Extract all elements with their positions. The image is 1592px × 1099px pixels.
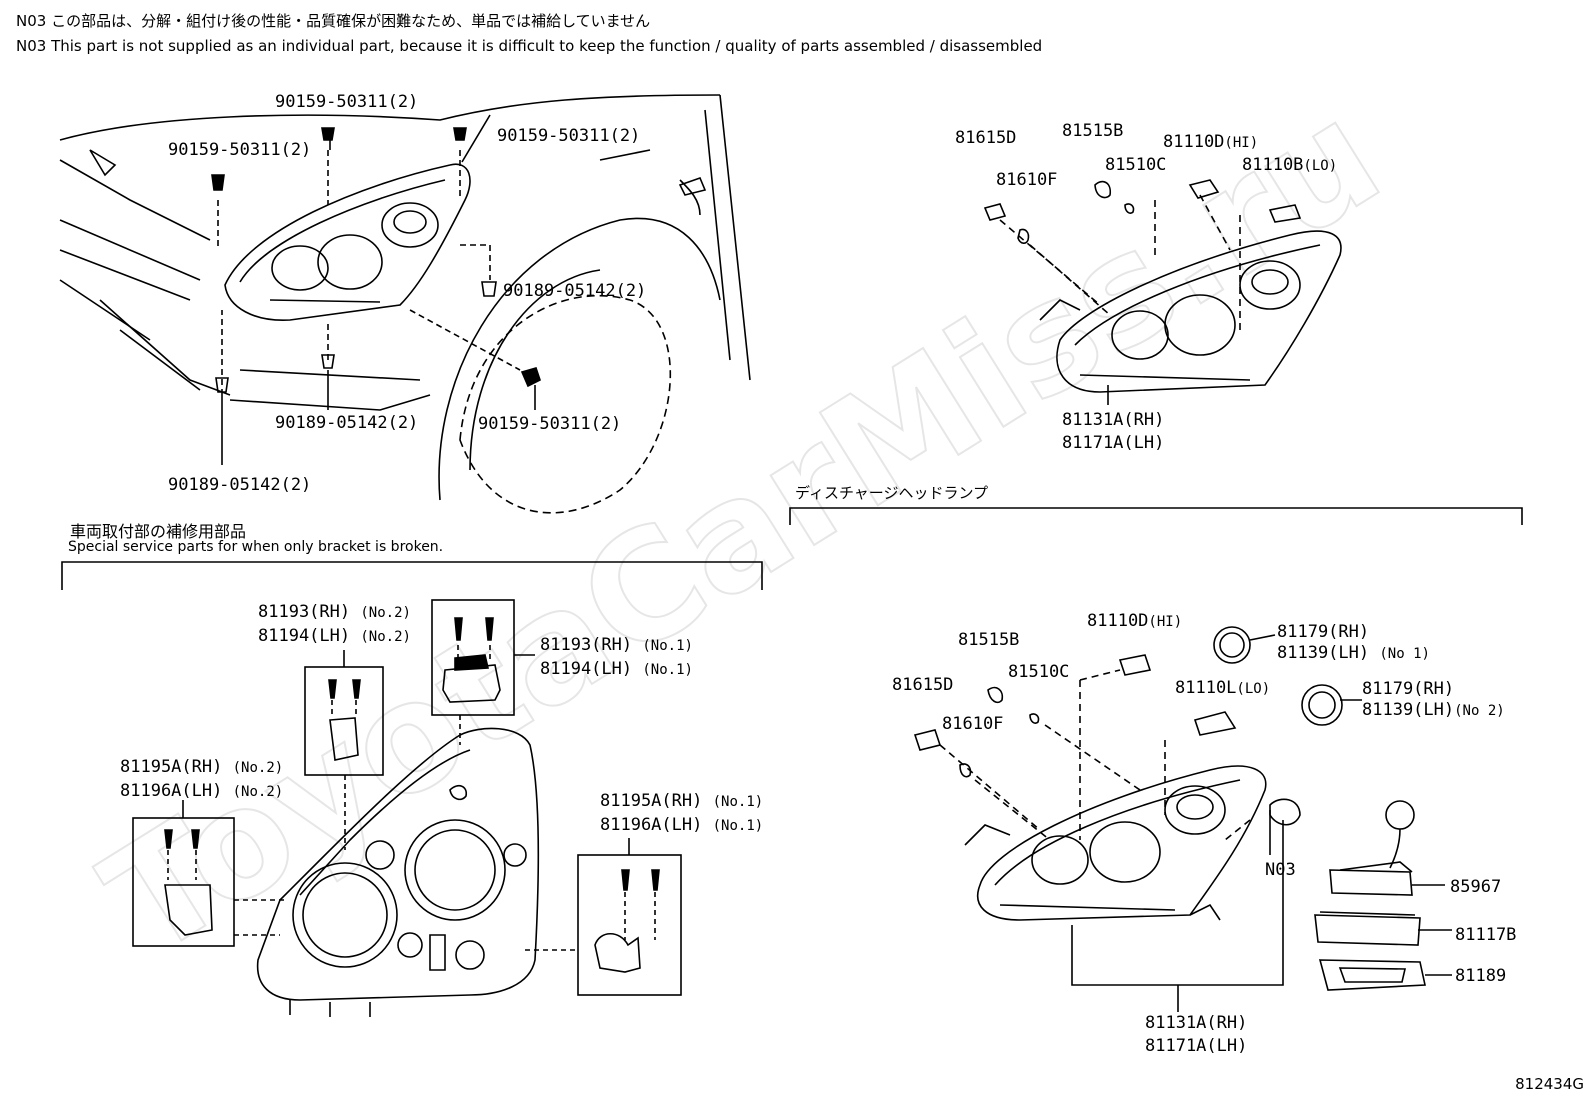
part-label-N03: N03	[1265, 860, 1296, 880]
part-label-81110D: 81110D(HI)	[1163, 132, 1259, 152]
note-jp: N03 この部品は、分解・組付け後の性能・品質確保が困難なため、単品では補給して…	[16, 12, 651, 30]
part-label-81510C: 81510C	[1105, 155, 1167, 175]
part-label-81510C: 81510C	[1008, 662, 1070, 682]
part-label-81139-no2: 81139(LH)(No 2)	[1362, 700, 1505, 720]
part-label-81615D: 81615D	[955, 128, 1017, 148]
bracket-box-no1-upper	[431, 599, 515, 716]
part-label-81193-no2: 81193(RH) (No.2)	[258, 602, 411, 622]
bracket-box-no2-lower	[132, 817, 235, 947]
part-label: 90189-05142(2)	[275, 413, 419, 433]
part-label-81515B: 81515B	[958, 630, 1020, 650]
part-label-81196A-no1: 81196A(LH) (No.1)	[600, 815, 764, 835]
discharge-headlamp-assembly	[913, 626, 1452, 1012]
part-label-81110D: 81110D(HI)	[1087, 611, 1183, 631]
part-label-81194-no2: 81194(LH) (No.2)	[258, 626, 411, 646]
bracket-section-title-jp: 車両取付部の補修用部品	[70, 522, 247, 541]
part-label-81110L: 81110L(LO)	[1175, 678, 1271, 698]
part-label-81196A-no2: 81196A(LH) (No.2)	[120, 781, 284, 801]
bracket-section-line	[61, 561, 763, 590]
bracket-box-no1-lower	[577, 854, 682, 996]
bracket-repair-diagram	[132, 599, 682, 1017]
part-label: 90189-05142(2)	[168, 475, 312, 495]
discharge-section-title: ディスチャージヘッドランプ	[795, 484, 989, 502]
part-label-81610F: 81610F	[996, 170, 1058, 190]
part-label-81131A: 81131A(RH)	[1062, 410, 1165, 430]
part-label-81195A-no2: 81195A(RH) (No.2)	[120, 757, 284, 777]
diagram-code: 812434G	[1515, 1075, 1584, 1093]
note-en: N03 This part is not supplied as an indi…	[16, 37, 1043, 55]
part-label-81179-no1: 81179(RH)	[1277, 622, 1370, 642]
bracket-section-title-en: Special service parts for when only brac…	[68, 539, 444, 555]
part-label-81179-no2: 81179(RH)	[1362, 679, 1455, 699]
part-label-81171A: 81171A(LH)	[1062, 433, 1165, 453]
part-label-81189: 81189	[1455, 966, 1507, 986]
part-label-81195A-no1: 81195A(RH) (No.1)	[600, 791, 764, 811]
part-label-81193-no1: 81193(RH) (No.1)	[540, 635, 693, 655]
part-label-81194-no1: 81194(LH) (No.1)	[540, 659, 693, 679]
part-label: 90159-50311(2)	[168, 140, 312, 160]
part-label: 90159-50311(2)	[478, 414, 622, 434]
part-label-85967: 85967	[1450, 877, 1502, 897]
part-label: 90189-05142(2)	[503, 281, 647, 301]
part-label-81610F: 81610F	[942, 714, 1004, 734]
part-label: 90159-50311(2)	[497, 126, 641, 146]
part-label-81139-no1: 81139(LH) (No 1)	[1277, 643, 1430, 663]
discharge-section-bracket	[789, 507, 1523, 525]
part-label-81131A: 81131A(RH)	[1145, 1013, 1248, 1033]
part-label-81615D: 81615D	[892, 675, 954, 695]
part-label-81117B: 81117B	[1455, 925, 1517, 945]
halogen-headlamp-assembly	[983, 179, 1342, 405]
car-front-view	[59, 94, 751, 514]
part-label: 90159-50311(2)	[275, 92, 419, 112]
part-label-81515B: 81515B	[1062, 121, 1124, 141]
part-label-81171A: 81171A(LH)	[1145, 1036, 1248, 1056]
part-label-81110B: 81110B(LO)	[1242, 155, 1338, 175]
